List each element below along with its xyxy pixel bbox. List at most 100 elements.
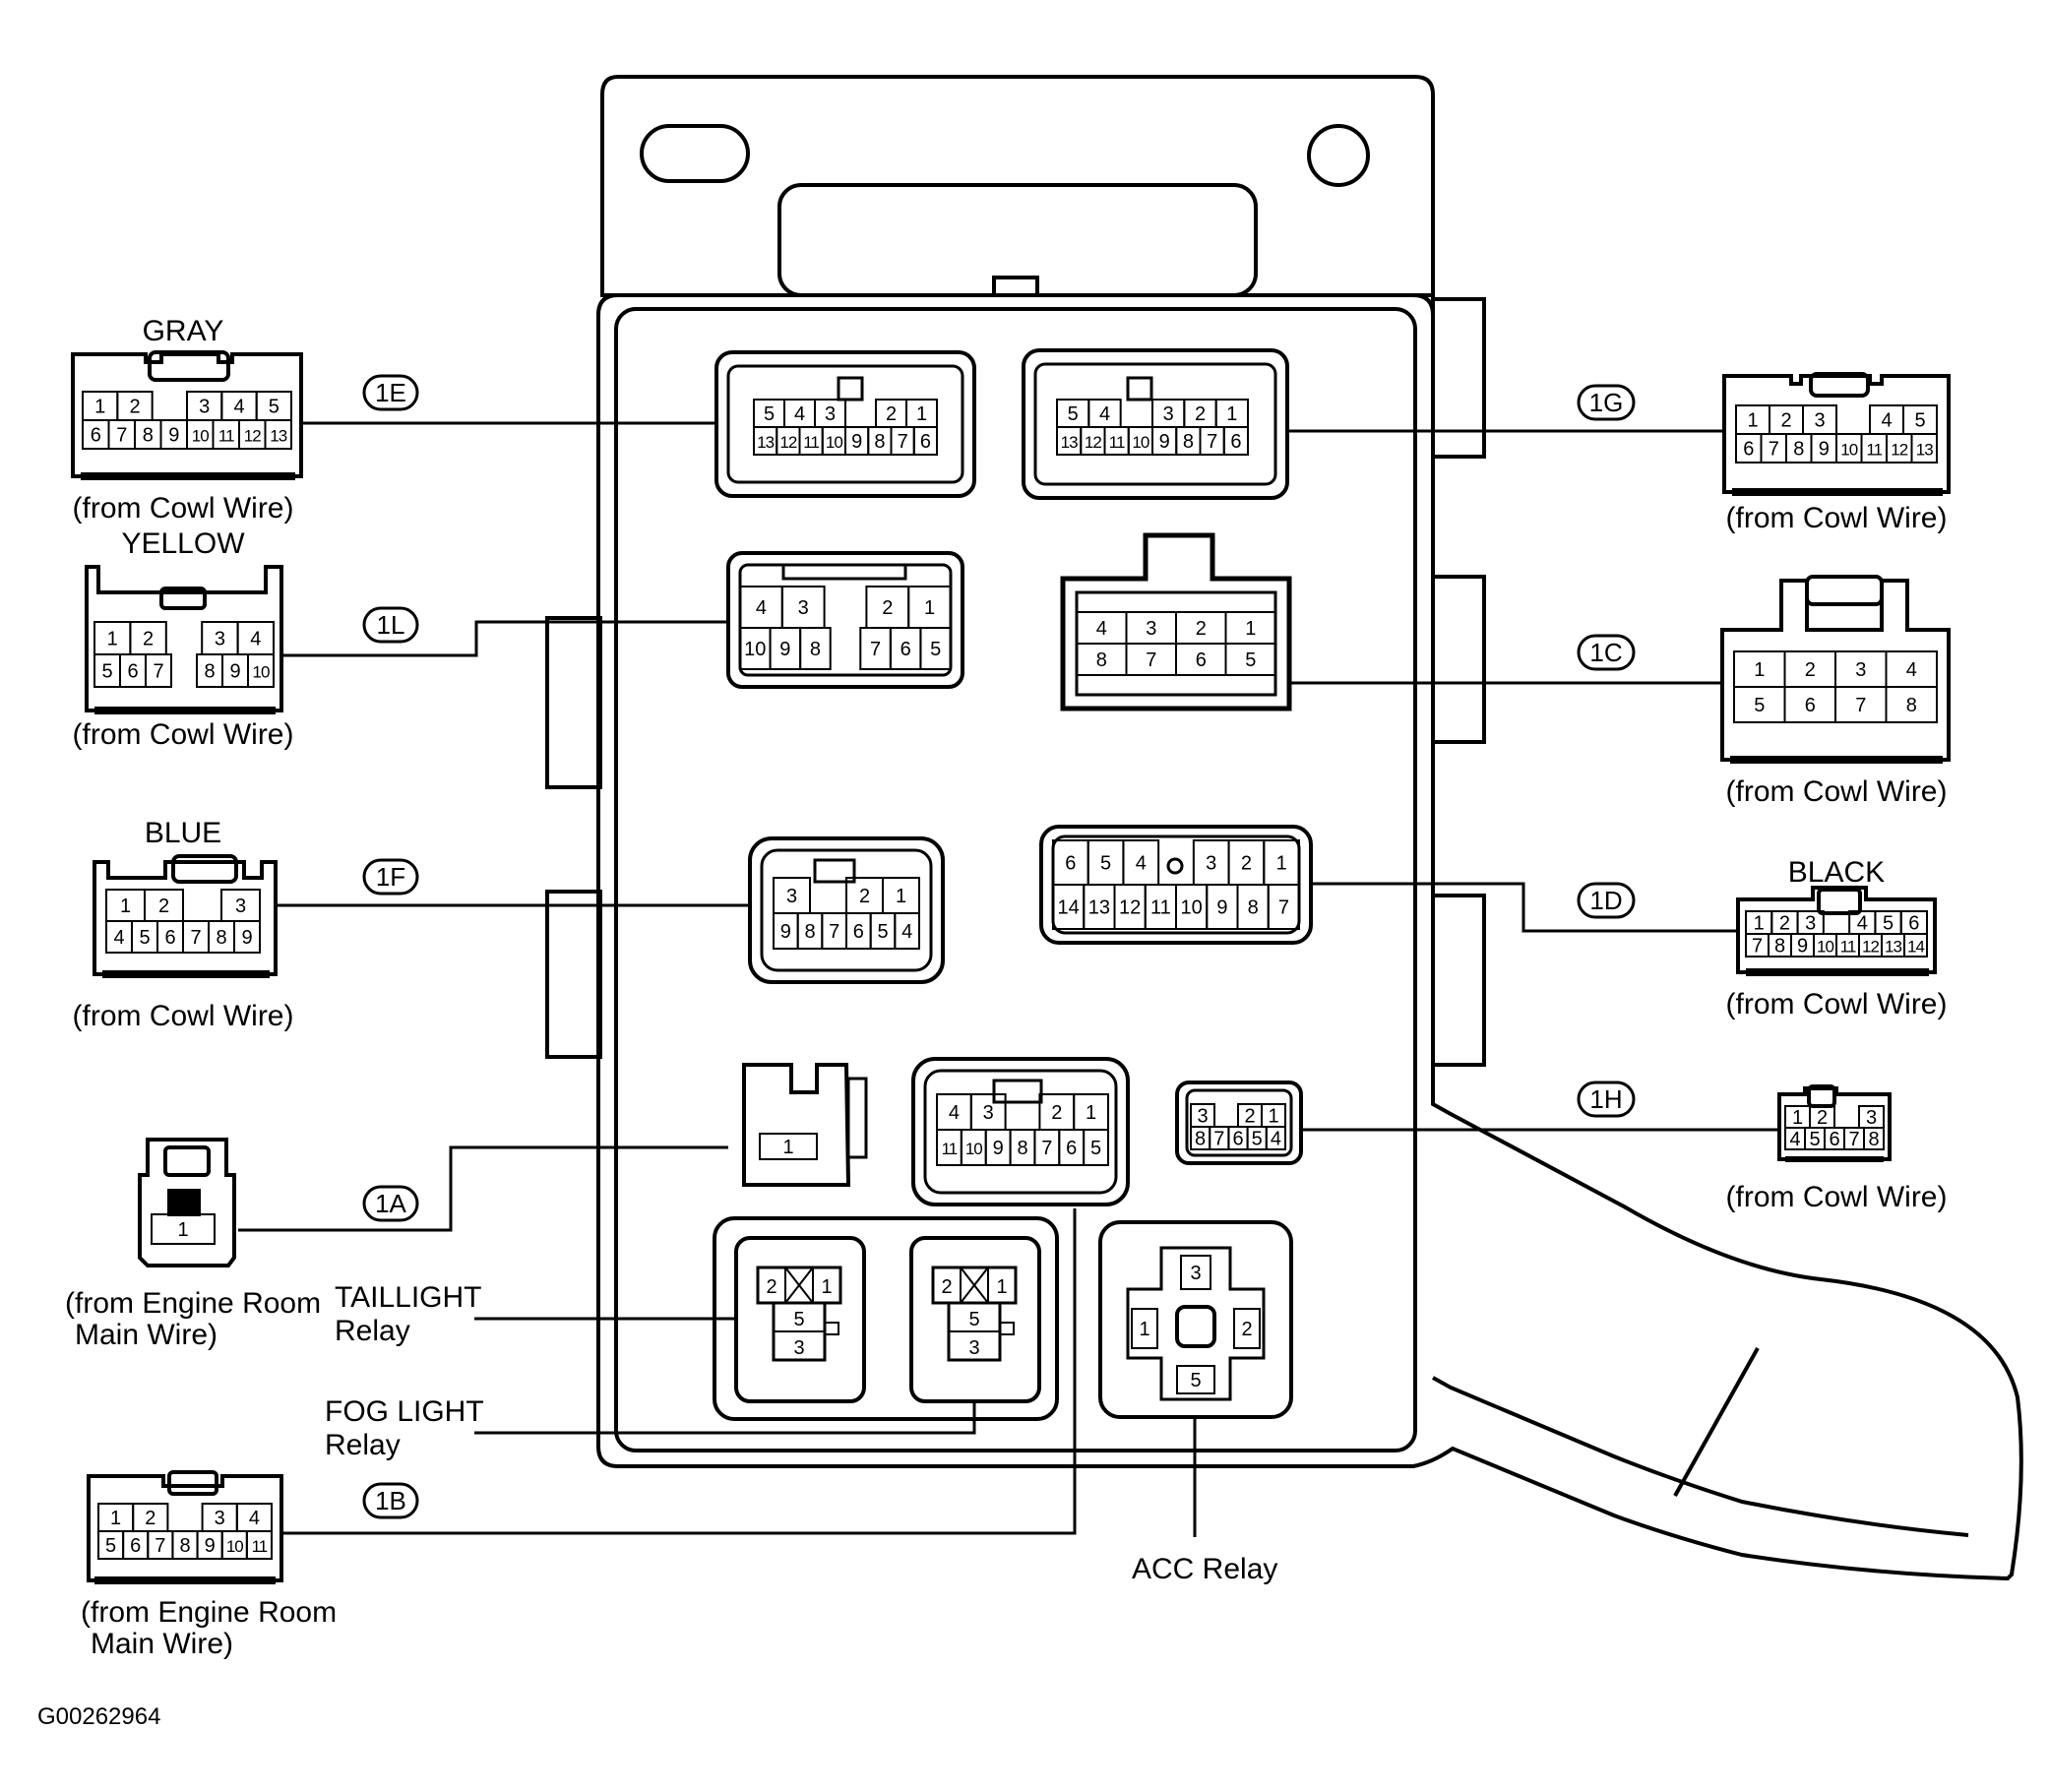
socket-1d-pin: 11 (1150, 897, 1171, 919)
socket-1b-outline (911, 1057, 1130, 1206)
connector-1g-pin: 7 (1769, 439, 1779, 461)
socket-1h-pin: 3 (1197, 1106, 1208, 1128)
acc-relay-pin: 3 (1190, 1263, 1201, 1284)
socket-1l-pin: 2 (882, 597, 893, 619)
socket-1g-pin: 8 (1183, 431, 1194, 453)
socket-1l-pin: 7 (870, 639, 881, 660)
socket-1b-pin: 6 (1066, 1138, 1077, 1159)
left-tab-1 (545, 616, 602, 789)
tag-1h: 1H (1589, 1084, 1622, 1114)
socket-1g-pin-cell (1222, 426, 1249, 456)
connector-1l-pin: 9 (229, 661, 240, 683)
connector-1g-pin: 2 (1780, 410, 1791, 432)
external-connectors (71, 350, 1951, 1584)
connector-1d-body (1736, 886, 1937, 976)
figure-id: G00262964 (37, 1703, 160, 1730)
socket-1c-pin: 1 (1245, 618, 1256, 640)
taillight-relay-pin: 3 (793, 1337, 804, 1359)
tag-1f: 1F (376, 862, 405, 892)
leader-1l (281, 620, 728, 657)
socket-1l-pin: 4 (756, 597, 767, 619)
socket-1c-pin: 2 (1196, 618, 1207, 640)
connector-1c-pin: 8 (1906, 695, 1917, 716)
socket-1c-pin: 7 (1146, 649, 1156, 671)
color-1d: BLACK (1788, 856, 1885, 889)
connector-1h-pin: 6 (1829, 1129, 1839, 1150)
connector-1c-pin: 1 (1754, 659, 1765, 681)
connector-1f-pin: 1 (120, 896, 131, 917)
connector-1d-pin: 5 (1883, 913, 1894, 935)
connector-1f-body (93, 854, 278, 978)
tag-1g: 1G (1589, 388, 1624, 417)
socket-1g-latch (1126, 376, 1153, 402)
connector-1l-pin: 7 (153, 661, 163, 683)
source-1f: (from Cowl Wire) (73, 1000, 294, 1032)
acc-relay-pin: 1 (1139, 1319, 1149, 1340)
leader-1d (1311, 882, 1738, 933)
tag-1a-bubble (362, 1185, 419, 1222)
socket-1e-pin: 9 (851, 431, 862, 453)
socket-1f-pin: 2 (859, 886, 870, 907)
taillight-relay-label-2: Relay (335, 1315, 410, 1347)
connector-1g-pin: 13 (1916, 441, 1933, 460)
connector-1d-pin: 7 (1752, 936, 1763, 958)
source-1e: (from Cowl Wire) (73, 492, 294, 525)
connector-1g-pin: 9 (1819, 439, 1830, 461)
acc-relay-pin-cell (1176, 1365, 1215, 1394)
socket-1f-pin: 5 (877, 921, 888, 943)
socket-1l-outline (726, 551, 964, 689)
connector-1f-pin: 7 (190, 927, 201, 949)
socket-1d-pin: 12 (1119, 897, 1141, 919)
socket-1f-outline (748, 836, 945, 984)
connector-1l-pin: 10 (253, 663, 270, 682)
socket-1h-pin: 1 (1268, 1106, 1278, 1128)
socket-1e-pin-cell (912, 426, 938, 456)
connector-1h-pin: 2 (1817, 1107, 1828, 1129)
connector-1f-pin: 8 (216, 927, 226, 949)
connector-1d-pin: 12 (1862, 938, 1879, 957)
tag-1b: 1B (375, 1486, 406, 1515)
right-tab-3 (1431, 894, 1486, 1067)
taillight-relay-label: TAILLIGHT (335, 1281, 481, 1314)
tag-1f-bubble (362, 858, 419, 896)
tag-1c: 1C (1589, 638, 1622, 667)
socket-1l-pin: 1 (924, 597, 935, 619)
tag-1d: 1D (1589, 886, 1622, 915)
socket-1b-pin: 5 (1090, 1138, 1101, 1159)
connector-1h-pin: 4 (1789, 1129, 1800, 1150)
connector-1c-pin: 3 (1855, 659, 1866, 681)
socket-1l-pin-cell (799, 627, 832, 670)
socket-1a (742, 1063, 868, 1187)
connector-1l-pin: 1 (107, 629, 118, 650)
connector-1l-pin: 4 (250, 629, 261, 650)
connector-1d-pin: 14 (1907, 938, 1924, 957)
socket-1b-pin: 8 (1017, 1138, 1027, 1159)
socket-1b-pin-cell (1083, 1129, 1109, 1166)
source-1b-line1: (from Engine Room (81, 1596, 337, 1629)
connector-1h-pin: 8 (1868, 1129, 1879, 1150)
connector-1a-pin: 1 (177, 1219, 188, 1241)
connector-1h-pin: 5 (1809, 1129, 1820, 1150)
socket-1l-pin: 6 (900, 639, 911, 660)
connector-1f-pin: 5 (139, 927, 150, 949)
connector-1l-pin: 2 (143, 629, 154, 650)
connector-1c-pin: 2 (1805, 659, 1816, 681)
acc-relay-pin: 5 (1190, 1370, 1201, 1391)
connector-1l-pin-cell (247, 653, 275, 688)
socket-1d-pin: 6 (1065, 853, 1076, 875)
mount-hole-right (1307, 124, 1370, 187)
connector-1d-pin: 6 (1908, 913, 1919, 935)
connector-1g-pin: 10 (1840, 441, 1857, 460)
socket-1b-pin: 10 (965, 1140, 982, 1158)
connector-1d-pin-cell (1903, 933, 1928, 958)
socket-1h-pin: 4 (1271, 1129, 1281, 1150)
connector-1g-pin: 8 (1793, 439, 1804, 461)
leader-1b (281, 1208, 1077, 1535)
socket-1c-pin: 6 (1196, 649, 1207, 671)
fog-light-relay-pin: 1 (996, 1276, 1007, 1298)
socket-1c-pin-cell (1224, 643, 1276, 676)
socket-1g-pin: 6 (1230, 431, 1241, 453)
connector-1c-pin: 7 (1855, 695, 1866, 716)
connector-1d-pin: 4 (1857, 913, 1868, 935)
socket-1f-pin: 7 (829, 921, 839, 943)
